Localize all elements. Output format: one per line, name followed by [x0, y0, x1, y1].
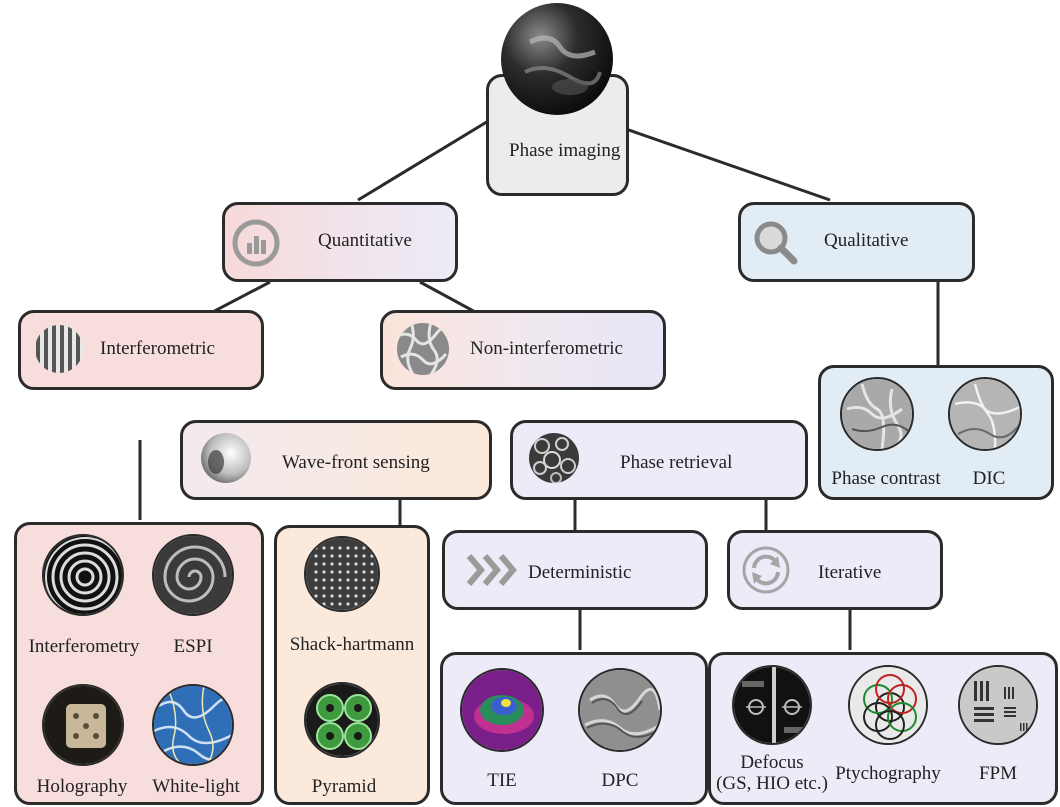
caption-fpm: FPM — [978, 763, 1018, 784]
caption-shack-hartmann: Shack-hartmann — [289, 634, 415, 655]
chevrons-icon — [466, 553, 522, 592]
caption-defocus: Defocus (GS, HIO etc.) — [716, 752, 828, 794]
caption-pyramid: Pyramid — [311, 776, 377, 797]
cell-texture-icon — [396, 322, 450, 376]
label-qualitative: Qualitative — [824, 230, 909, 251]
caption-white-light: White-light — [152, 776, 240, 797]
cycle-arrows-icon — [742, 546, 790, 599]
defocus-image — [732, 665, 812, 745]
caption-defocus-line1: Defocus — [740, 752, 804, 773]
caption-interferometry: Interferometry — [28, 636, 140, 657]
dpc-image — [578, 668, 662, 752]
caption-espi: ESPI — [173, 636, 213, 657]
pyramid-image — [304, 682, 380, 758]
label-phase-retrieval: Phase retrieval — [620, 452, 733, 473]
dic-image — [948, 377, 1022, 451]
holography-image — [42, 684, 124, 766]
caption-dpc: DPC — [601, 770, 639, 791]
fringe-pattern-icon — [34, 324, 84, 374]
caption-phase-contrast: Phase contrast — [831, 468, 941, 489]
bar-chart-icon — [232, 219, 280, 272]
tie-image — [460, 668, 544, 752]
node-iterative — [727, 530, 943, 610]
fpm-image — [958, 665, 1038, 745]
espi-image — [152, 534, 234, 616]
white-light-image — [152, 684, 234, 766]
node-deterministic — [442, 530, 708, 610]
caption-defocus-line2: (GS, HIO etc.) — [716, 773, 828, 794]
shack-hartmann-image — [304, 536, 380, 612]
speckle-icon — [528, 432, 580, 484]
label-quantitative: Quantitative — [318, 230, 412, 251]
phase-image-sphere-icon — [500, 2, 614, 116]
ptychography-image — [848, 665, 928, 745]
root-label: Phase imaging — [509, 140, 621, 161]
caption-ptychography: Ptychography — [835, 763, 941, 784]
label-wavefront-sensing: Wave-front sensing — [282, 452, 430, 473]
interferometry-image — [42, 534, 124, 616]
label-interferometric: Interferometric — [100, 338, 215, 359]
label-deterministic: Deterministic — [528, 562, 632, 583]
magnifier-icon — [752, 219, 798, 270]
wavefront-sphere-icon — [200, 432, 252, 484]
caption-holography: Holography — [36, 776, 128, 797]
label-iterative: Iterative — [818, 562, 882, 583]
label-non-interferometric: Non-interferometric — [470, 338, 623, 359]
caption-tie: TIE — [487, 770, 517, 791]
caption-dic: DIC — [972, 468, 1006, 489]
root-node-phase-imaging — [486, 74, 629, 196]
phase-contrast-image — [840, 377, 914, 451]
